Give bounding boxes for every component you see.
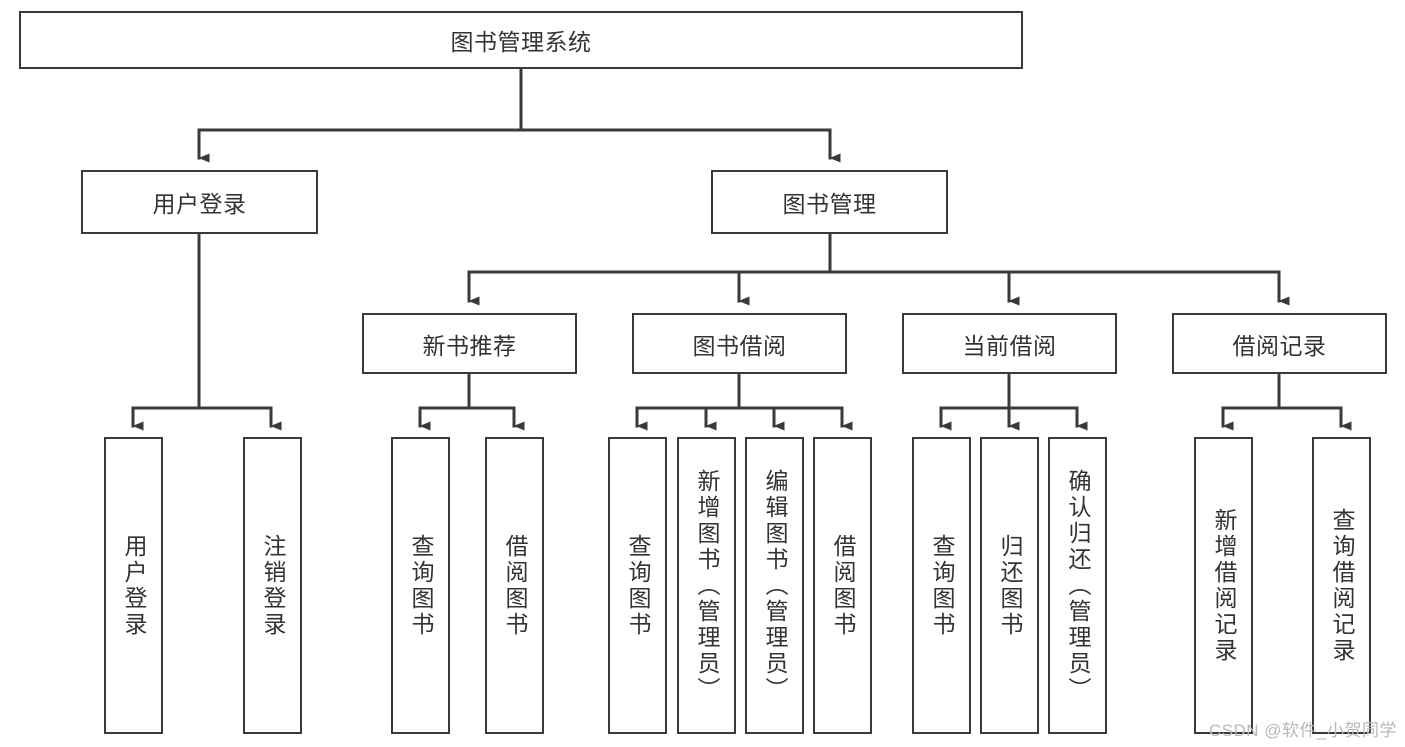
node-book-manage[interactable]: 图书管理 [711,170,948,234]
leaf-confirm-return-admin[interactable]: 确认归还（管理员） [1048,437,1107,734]
node-label: 图书管理系统 [450,29,592,55]
node-current-borrow[interactable]: 当前借阅 [902,313,1117,374]
node-label: 编辑图书（管理员） [762,468,788,703]
node-borrow-record[interactable]: 借阅记录 [1172,313,1387,374]
node-label: 用户登录 [121,533,147,638]
node-label: 借阅记录 [1232,332,1327,359]
node-root-book-management-system[interactable]: 图书管理系统 [19,11,1023,69]
node-label: 注销登录 [260,533,286,638]
leaf-query-book-borrow[interactable]: 查询图书 [608,437,667,734]
leaf-return-book[interactable]: 归还图书 [980,437,1039,734]
csdn-watermark: CSDN @软件_小贺同学 [1208,721,1397,740]
leaf-user-login[interactable]: 用户登录 [104,437,163,734]
node-label: 借阅图书 [830,533,856,638]
node-label: 借阅图书 [502,533,528,638]
leaf-edit-book-admin[interactable]: 编辑图书（管理员） [745,437,804,734]
leaf-logout[interactable]: 注销登录 [243,437,302,734]
node-new-book-recommend[interactable]: 新书推荐 [362,313,577,374]
node-label: 查询借阅记录 [1329,507,1355,664]
leaf-borrow-book-new-recommend[interactable]: 借阅图书 [485,437,544,734]
leaf-query-book-new-recommend[interactable]: 查询图书 [391,437,450,734]
leaf-add-borrow-record[interactable]: 新增借阅记录 [1194,437,1253,734]
node-label: 当前借阅 [962,332,1057,359]
node-label: 用户登录 [152,191,247,217]
node-label: 新增图书（管理员） [694,468,720,703]
leaf-query-borrow-record[interactable]: 查询借阅记录 [1312,437,1371,734]
node-book-borrow[interactable]: 图书借阅 [632,313,847,374]
node-label: 图书借阅 [692,332,787,359]
leaf-add-book-admin[interactable]: 新增图书（管理员） [677,437,736,734]
node-label: 确认归还（管理员） [1065,468,1091,703]
node-label: 查询图书 [408,533,434,638]
node-label: 图书管理 [782,191,877,217]
node-label: 查询图书 [625,533,651,638]
leaf-query-book-current[interactable]: 查询图书 [912,437,971,734]
node-user-login[interactable]: 用户登录 [81,170,318,234]
node-label: 归还图书 [997,533,1023,638]
leaf-borrow-book[interactable]: 借阅图书 [813,437,872,734]
node-label: 新书推荐 [422,332,517,359]
node-label: 新增借阅记录 [1211,507,1237,664]
node-label: 查询图书 [929,533,955,638]
